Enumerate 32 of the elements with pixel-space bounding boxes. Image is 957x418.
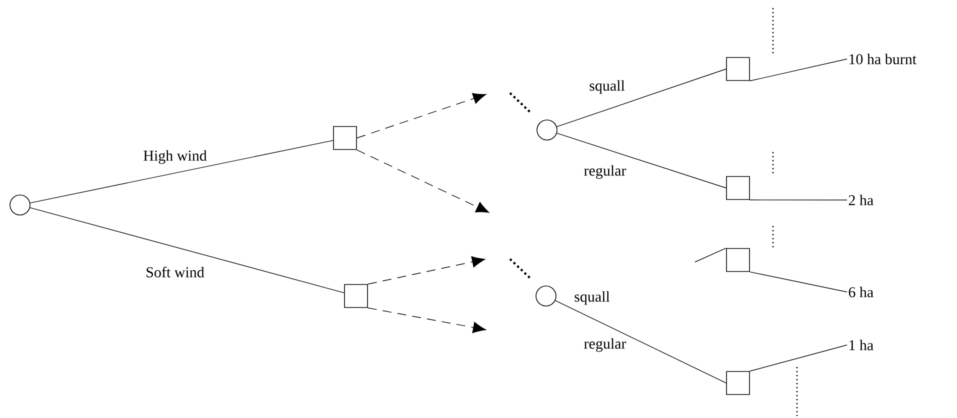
decision-square [344, 284, 368, 308]
connector-line [556, 68, 726, 127]
connector-line [30, 207, 344, 294]
circle-node [10, 194, 30, 216]
decision-square [726, 371, 750, 395]
branch-label: squall [574, 291, 610, 305]
edge-label: regular [582, 337, 628, 353]
arrow [368, 308, 486, 334]
circle-node [536, 120, 558, 140]
arrow [356, 92, 486, 138]
edge-label: squall [588, 79, 626, 95]
outcome-label: 6 ha [848, 286, 874, 298]
outcome-label: 10 ha burnt [850, 54, 916, 64]
connector-line [694, 248, 726, 262]
outcome-label: 2 ha [848, 194, 874, 206]
connector-line [556, 132, 726, 188]
arrow [368, 256, 486, 284]
decision-square [726, 57, 750, 81]
decision-square [726, 176, 750, 200]
connector-line [750, 58, 848, 82]
edge-label: regular [582, 164, 628, 180]
circle-node [536, 286, 556, 306]
connector-line [555, 300, 726, 384]
connector-line [750, 272, 848, 292]
arrow [356, 150, 490, 213]
decision-square [726, 248, 750, 272]
connector-line [30, 140, 334, 204]
connector-line [750, 344, 848, 372]
edge-label: High wind [142, 149, 208, 165]
decision-square [333, 126, 357, 150]
outcome-label: 1 ha [850, 340, 874, 350]
edge-label: Soft wind [144, 266, 206, 278]
